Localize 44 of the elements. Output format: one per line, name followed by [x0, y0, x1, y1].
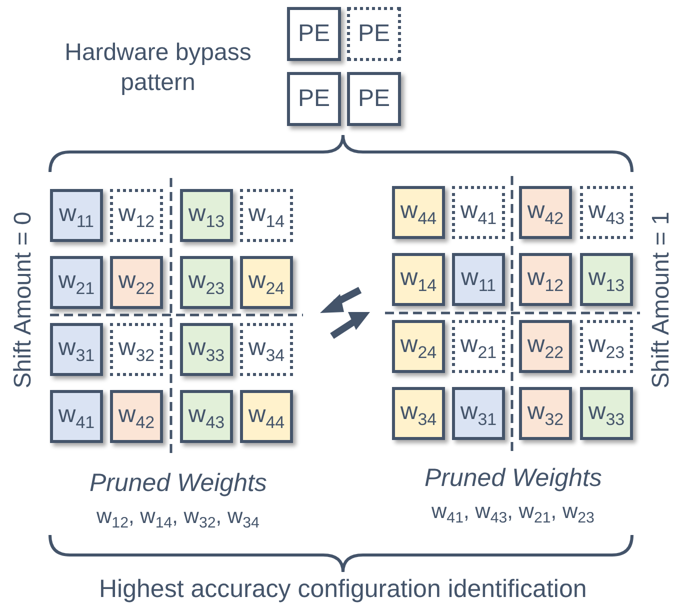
weight-cell: w$_{44}$	[240, 390, 293, 443]
weight-cell: w$_{32}$	[519, 387, 572, 440]
weight-list: w$_{12}$, w$_{14}$, w$_{32}$, w$_{34}$	[96, 505, 260, 532]
weight-cell: w$_{43}$	[180, 390, 233, 443]
weight-cell: w$_{21}$	[50, 256, 103, 309]
pruned-weight-cell: w$_{41}$	[452, 186, 505, 239]
pe-box: PE	[287, 72, 341, 126]
weight-cell: w$_{11}$	[50, 189, 103, 242]
pruned-weight-cell: w$_{32}$	[110, 323, 163, 376]
pe-box: PE	[347, 72, 401, 126]
pruned-weight-cell: w$_{23}$	[580, 320, 633, 373]
axis-label: Shift Amount = 1	[646, 212, 673, 388]
weight-cell: w$_{41}$	[50, 390, 103, 443]
weight-cell: w$_{22}$	[110, 256, 163, 309]
axis-label: Shift Amount = 0	[8, 212, 37, 388]
caption-text: Hardware bypass pattern	[64, 38, 252, 98]
weight-cell: w$_{13}$	[180, 189, 233, 242]
caption-text: Pruned Weights	[90, 469, 267, 498]
pruned-weight-cell: w$_{14}$	[240, 189, 293, 242]
pruned-weight-cell: w$_{12}$	[110, 189, 163, 242]
weight-cell: w$_{33}$	[580, 387, 633, 440]
bypassed-pe-box: PE	[347, 7, 401, 61]
weight-cell: w$_{34}$	[392, 387, 445, 440]
weight-cell: w$_{31}$	[452, 387, 505, 440]
pruned-weight-cell: w$_{34}$	[240, 323, 293, 376]
weight-cell: w$_{24}$	[392, 320, 445, 373]
pruned-weight-cell: w$_{43}$	[580, 186, 633, 239]
pe-box: PE	[287, 7, 341, 61]
weight-cell: w$_{22}$	[519, 320, 572, 373]
caption-text: Highest accuracy configuration identification	[99, 575, 587, 604]
weight-cell: w$_{44}$	[392, 186, 445, 239]
weight-cell: w$_{14}$	[392, 253, 445, 306]
weight-cell: w$_{23}$	[180, 256, 233, 309]
weight-cell: w$_{13}$	[580, 253, 633, 306]
pruned-weight-cell: w$_{21}$	[452, 320, 505, 373]
weight-cell: w$_{33}$	[180, 323, 233, 376]
caption-text: Pruned Weights	[424, 464, 602, 493]
weight-cell: w$_{31}$	[50, 323, 103, 376]
weight-cell: w$_{11}$	[452, 253, 505, 306]
weight-cell: w$_{12}$	[519, 253, 572, 306]
weight-list: w$_{41}$, w$_{43}$, w$_{21}$, w$_{23}$	[432, 500, 594, 527]
weight-cell: w$_{24}$	[240, 256, 293, 309]
weight-cell: w$_{42}$	[110, 390, 163, 443]
weight-cell: w$_{42}$	[519, 186, 572, 239]
